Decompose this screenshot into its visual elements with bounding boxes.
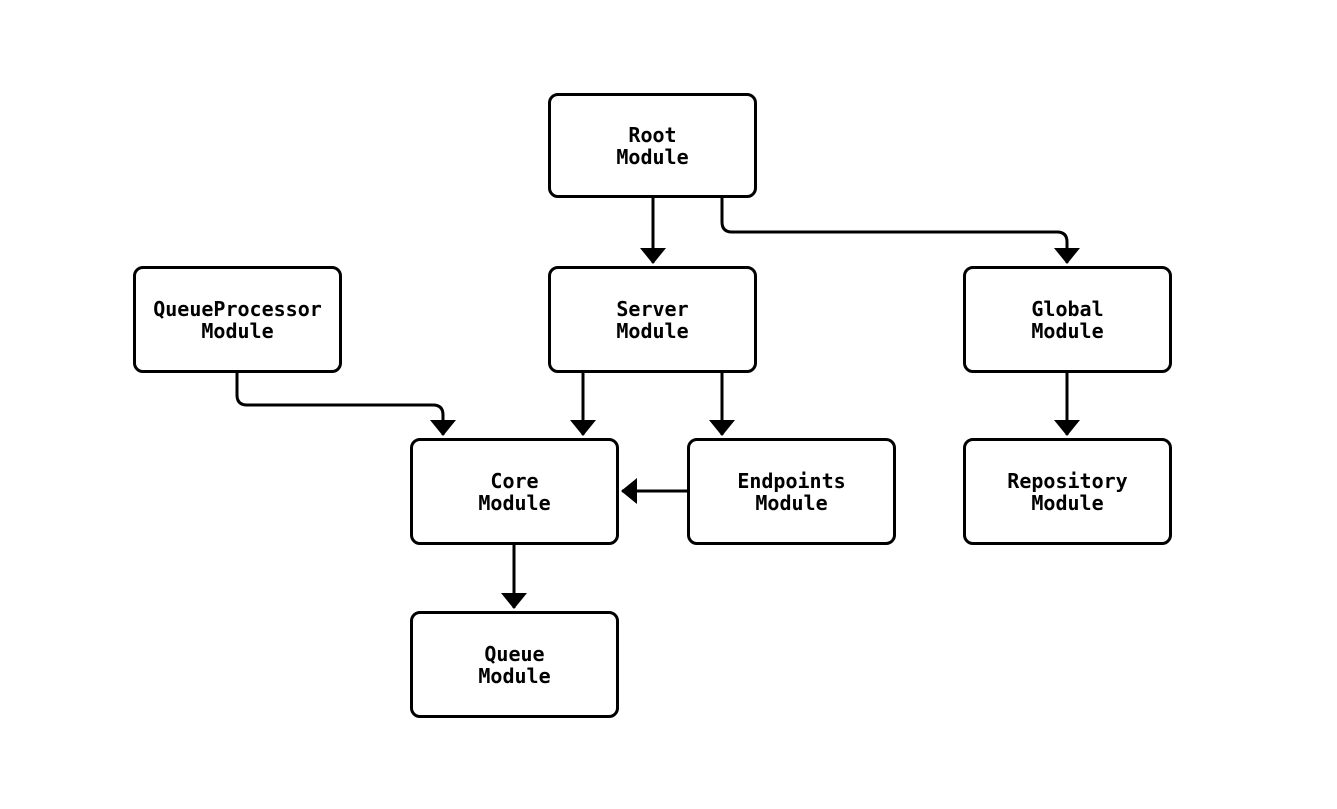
node-server-module: Server Module [548, 266, 757, 373]
node-global-module: Global Module [963, 266, 1172, 373]
edge-root-to-global [720, 198, 1080, 264]
node-queueprocessor-module: QueueProcessor Module [133, 266, 342, 373]
node-core-module: Core Module [410, 438, 619, 545]
node-queue-module: Queue Module [410, 611, 619, 718]
node-endpoints-module: Endpoints Module [687, 438, 896, 545]
node-root-module: Root Module [548, 93, 757, 198]
edge-queueprocessor-to-core [235, 373, 456, 436]
node-repository-module: Repository Module [963, 438, 1172, 545]
